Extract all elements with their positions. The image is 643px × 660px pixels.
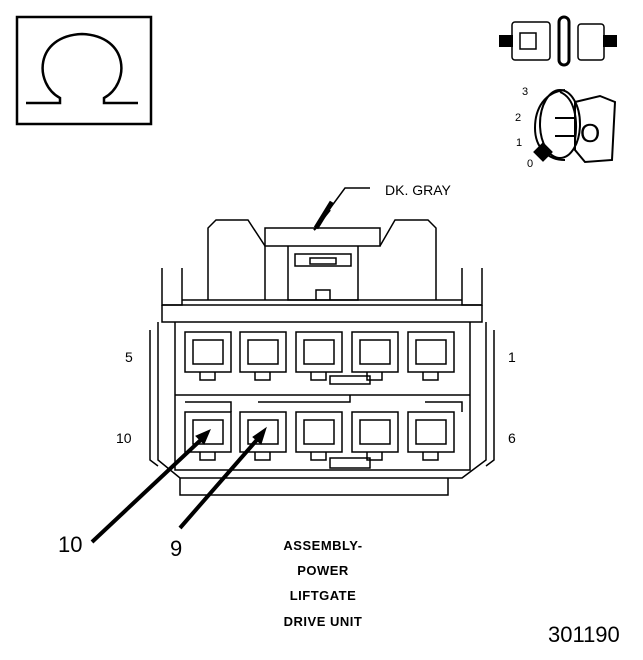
pin-label-10: 10 (116, 430, 132, 446)
key-face-label: O (580, 118, 601, 148)
callout-9: 9 (170, 536, 183, 561)
ignition-key-icon (533, 89, 617, 164)
cavity-row-1 (184, 331, 455, 385)
pin-label-1: 1 (508, 349, 516, 365)
connector-housing (149, 219, 495, 496)
key-position-0: 0 (527, 158, 534, 170)
pin-label-5: 5 (125, 349, 133, 365)
switch-icon (499, 15, 617, 67)
key-position-2: 2 (515, 112, 522, 124)
caption-line-1: ASSEMBLY- (283, 538, 363, 553)
figure-number: 301190 (548, 622, 620, 647)
caption-line-4: DRIVE UNIT (283, 614, 363, 629)
callout-arrow-9 (178, 426, 267, 530)
callout-10: 10 (58, 532, 83, 557)
key-position-1: 1 (516, 137, 523, 149)
key-position-3: 3 (522, 86, 529, 98)
cavity-row-2 (184, 395, 463, 469)
ohm-symbol-icon (15, 15, 153, 126)
callout-arrow-10 (90, 429, 211, 544)
caption-line-2: POWER (297, 563, 349, 578)
wire-color-label: DK. GRAY (385, 182, 451, 198)
pin-label-6: 6 (508, 430, 516, 446)
caption-line-3: LIFTGATE (289, 588, 357, 603)
